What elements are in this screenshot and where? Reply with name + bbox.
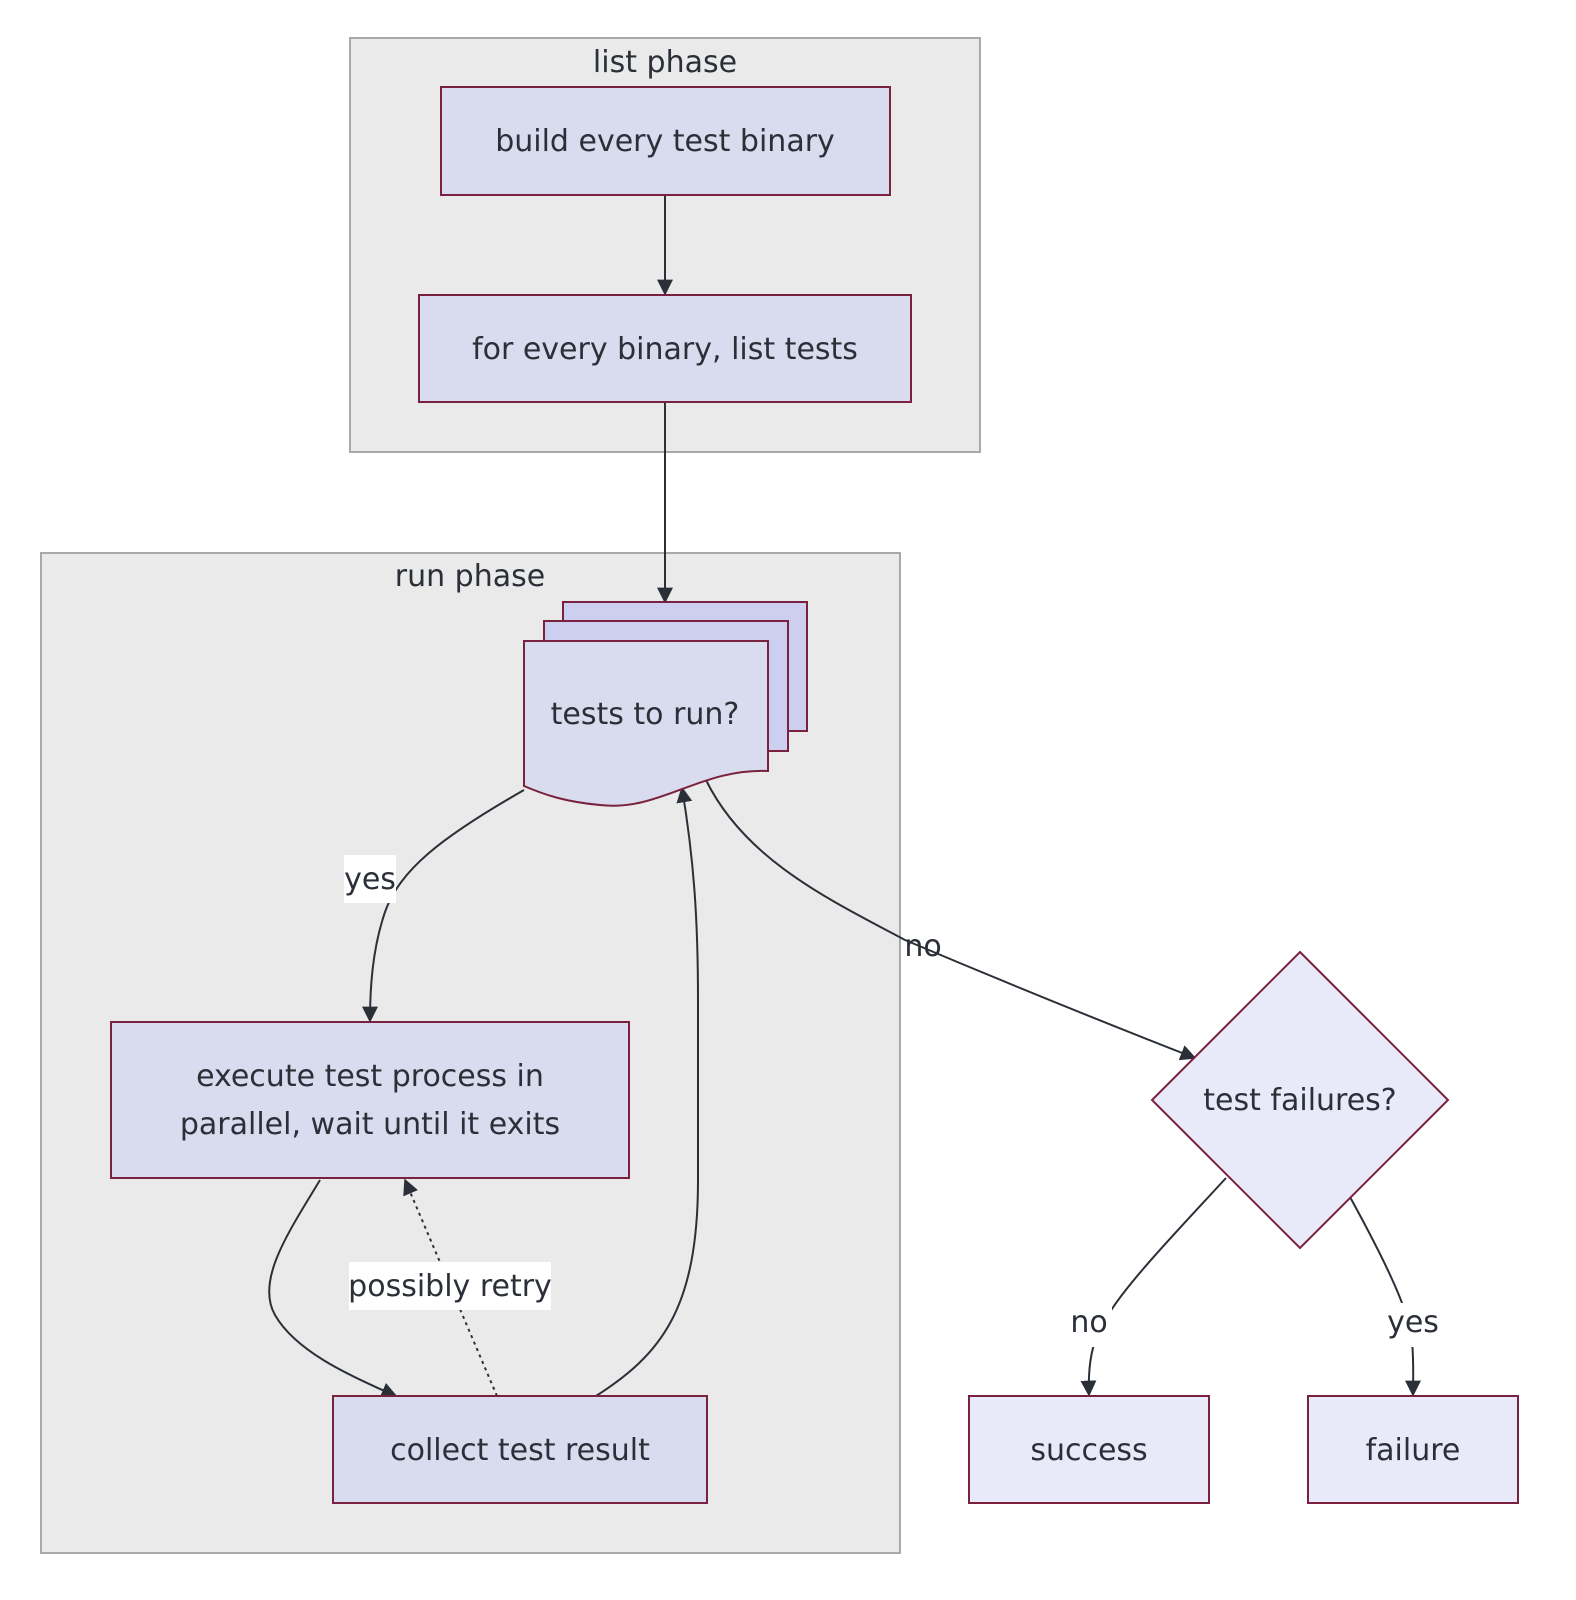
build-node: build every test binary bbox=[440, 86, 891, 196]
success-label: success bbox=[1030, 1433, 1147, 1468]
svg-text:no: no bbox=[904, 929, 941, 964]
list-tests-label: for every binary, list tests bbox=[472, 332, 858, 367]
edge-label-yes-execute: yes bbox=[344, 855, 396, 903]
tests-to-run-label: tests to run? bbox=[551, 697, 740, 732]
tests-to-run-node: tests to run? bbox=[523, 601, 808, 807]
execute-label-line1: execute test process in bbox=[196, 1059, 544, 1094]
svg-text:no: no bbox=[1070, 1305, 1107, 1340]
edge-label-possibly-retry: possibly retry bbox=[348, 1262, 552, 1310]
edge-execute-to-collect bbox=[268, 1179, 398, 1398]
execute-label-line2: parallel, wait until it exits bbox=[180, 1107, 560, 1142]
collect-node: collect test result bbox=[332, 1395, 708, 1504]
failures-label: test failures? bbox=[1203, 1083, 1396, 1118]
run-phase-title: run phase bbox=[395, 559, 545, 594]
edge-label-yes-failure: yes bbox=[1386, 1303, 1440, 1347]
edge-tests-to-failures bbox=[705, 779, 1197, 1061]
failure-node: failure bbox=[1307, 1395, 1519, 1504]
edge-tests-to-execute bbox=[362, 789, 525, 1023]
success-node: success bbox=[968, 1395, 1210, 1504]
edge-label-no-failures: no bbox=[904, 929, 941, 964]
svg-text:yes: yes bbox=[344, 862, 396, 897]
execute-node: execute test process in parallel, wait u… bbox=[110, 1021, 630, 1179]
collect-label: collect test result bbox=[390, 1433, 650, 1468]
failure-label: failure bbox=[1366, 1433, 1461, 1468]
failures-decision-node: test failures? bbox=[1150, 950, 1450, 1250]
edge-failures-to-success bbox=[1080, 1177, 1227, 1397]
list-tests-node: for every binary, list tests bbox=[418, 294, 912, 403]
edge-failures-to-failure bbox=[1349, 1196, 1422, 1397]
svg-text:possibly retry: possibly retry bbox=[348, 1269, 552, 1304]
edge-label-no-success: no bbox=[1066, 1303, 1112, 1347]
build-label: build every test binary bbox=[495, 124, 835, 159]
svg-text:yes: yes bbox=[1387, 1305, 1439, 1340]
edge-collect-to-tests bbox=[595, 786, 699, 1397]
list-phase-title: list phase bbox=[593, 45, 737, 80]
